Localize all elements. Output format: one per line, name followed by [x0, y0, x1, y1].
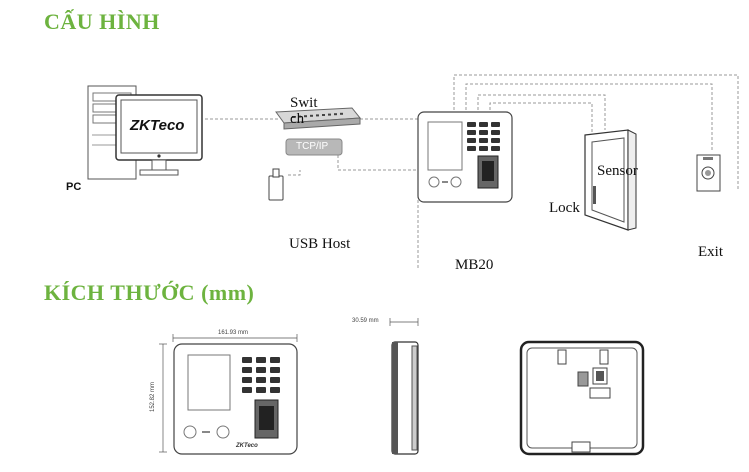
usb-host-label: USB Host: [289, 236, 351, 252]
lock-label: Lock: [549, 200, 580, 216]
sensor-label: Sensor: [597, 163, 638, 179]
mb20-device-icon: [417, 111, 513, 203]
tcpip-badge: [285, 138, 343, 156]
side-view-drawing: [389, 318, 419, 455]
switch-icon: [275, 107, 361, 130]
monitor-icon: [115, 94, 203, 176]
dimensions-heading: KÍCH THƯỚC (mm): [44, 280, 255, 305]
back-view-drawing: [519, 340, 645, 456]
mb20-label: MB20: [455, 257, 494, 273]
depth-dimension-label: 30.59 mm: [352, 318, 379, 324]
config-heading: CẤU HÌNH: [44, 9, 160, 34]
exit-button-icon: [696, 154, 721, 192]
pc-brand-logo: ZKTeco: [130, 117, 185, 134]
width-dimension-label: 161.93 mm: [216, 330, 251, 336]
tcpip-label: TCP/IP: [296, 141, 329, 152]
usb-stick-icon: [268, 168, 284, 201]
front-brand-logo: ZKTeco: [236, 443, 258, 449]
exit-label: Exit: [698, 244, 723, 260]
height-dimension-label: 152.82 mm: [150, 379, 157, 415]
pc-label: PC: [66, 181, 82, 193]
switch-label: Swit ch: [290, 95, 318, 127]
door-icon: [584, 129, 637, 231]
front-view-drawing: [159, 334, 298, 455]
